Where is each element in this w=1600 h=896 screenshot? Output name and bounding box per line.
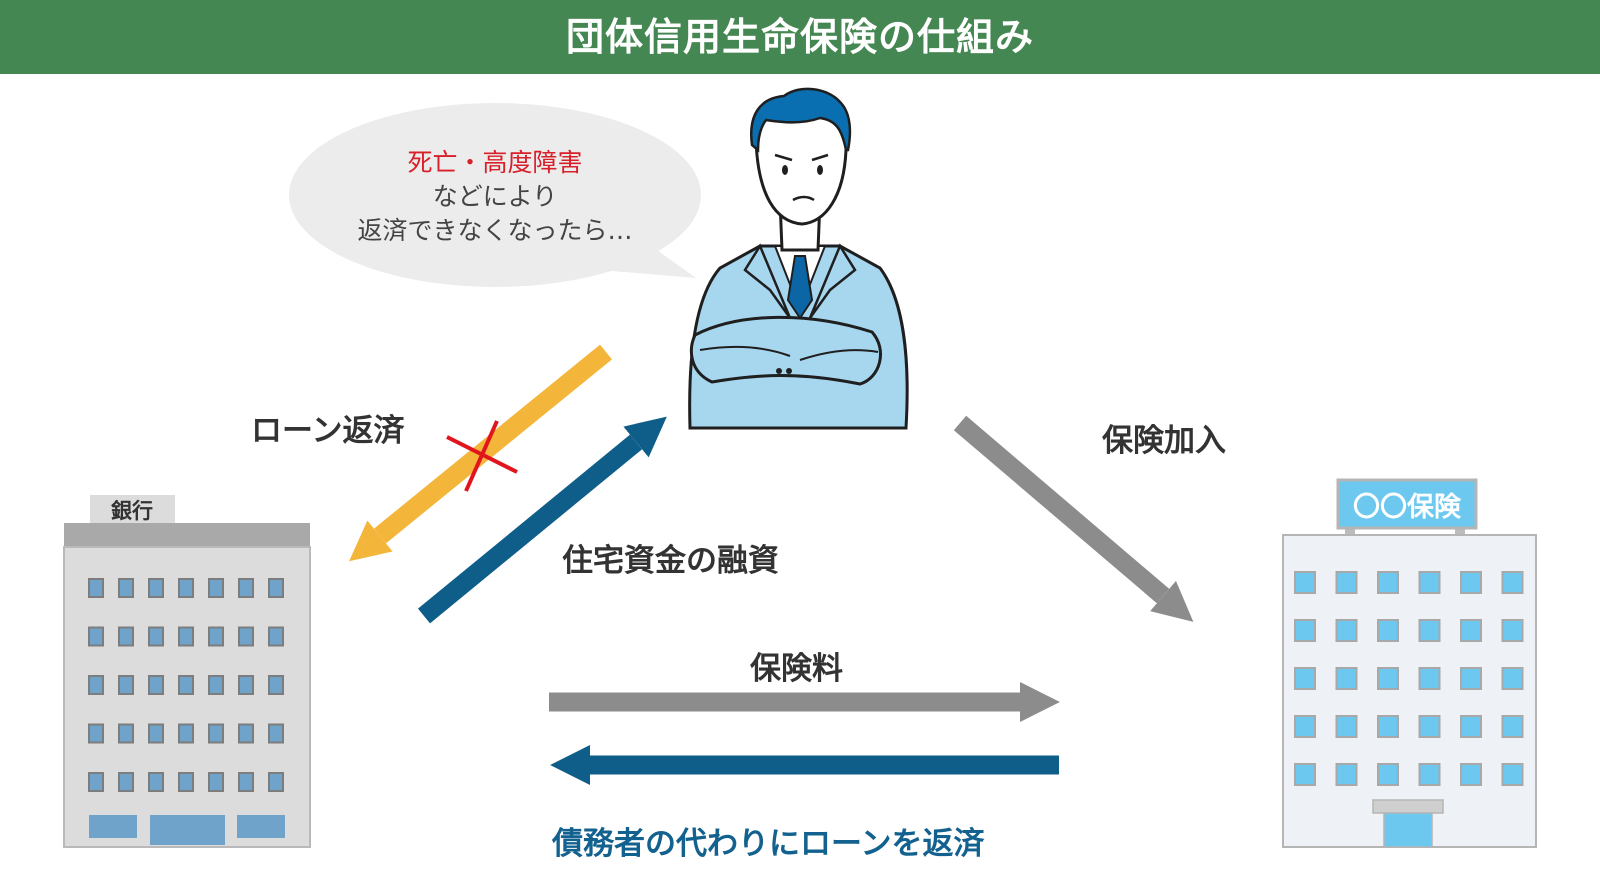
- bank-window: [178, 675, 194, 695]
- bank-window: [268, 578, 284, 598]
- insurer-window: [1294, 667, 1316, 690]
- bank-window: [118, 578, 134, 598]
- bank-window: [88, 626, 104, 647]
- insurer-window: [1335, 763, 1358, 786]
- insurer-window: [1460, 715, 1482, 738]
- insurer-window: [1335, 715, 1358, 738]
- businessman-illustration: [688, 87, 909, 430]
- speech-bubble-text: 死亡・高度障害 などにより 返済できなくなったら…: [290, 146, 700, 248]
- bank-window: [268, 675, 284, 695]
- insurer-window: [1418, 715, 1441, 738]
- bank-window: [178, 772, 194, 792]
- repay-on-behalf-label: 債務者の代わりにローンを返済: [552, 826, 985, 862]
- bank-window: [268, 772, 284, 792]
- enrollment-arrow: [953, 415, 1194, 622]
- bank-window: [208, 723, 224, 744]
- bubble-line-by: などにより: [432, 182, 558, 211]
- enrollment-label: 保険加入: [1102, 423, 1226, 459]
- insurer-sign: 〇〇保険: [1353, 492, 1462, 523]
- insurer-window: [1460, 619, 1482, 642]
- bank-window: [208, 772, 224, 792]
- insurer-window: [1418, 667, 1441, 690]
- housing-loan-label: 住宅資金の融資: [562, 543, 779, 579]
- insurer-window: [1377, 667, 1399, 690]
- bank-window: [118, 723, 134, 744]
- insurer-window: [1335, 571, 1358, 594]
- bank-window: [148, 578, 164, 598]
- insurance-building-icon: [1282, 478, 1537, 848]
- bank-window: [118, 675, 134, 695]
- insurer-window: [1335, 619, 1358, 642]
- housing-loan-arrow: [417, 416, 667, 624]
- bank-window: [148, 675, 164, 695]
- bank-window: [88, 675, 104, 695]
- bank-window: [268, 626, 284, 647]
- insurer-window: [1460, 667, 1482, 690]
- bubble-line-death-disability: 死亡・高度障害: [407, 148, 583, 177]
- bank-window: [238, 772, 254, 792]
- bank-window: [208, 675, 224, 695]
- bank-window: [178, 723, 194, 744]
- insurer-window: [1418, 763, 1441, 786]
- bank-sign: 銀行: [111, 499, 153, 523]
- bank-window: [88, 772, 104, 792]
- insurer-window: [1294, 715, 1316, 738]
- bank-window: [88, 723, 104, 744]
- insurer-window: [1377, 571, 1399, 594]
- insurer-window: [1294, 619, 1316, 642]
- insurer-window: [1377, 715, 1399, 738]
- bank-window: [238, 723, 254, 744]
- loan-repayment-arrow: [349, 344, 612, 562]
- bank-window: [148, 772, 164, 792]
- bubble-line-cannot-repay: 返済できなくなったら…: [357, 216, 633, 245]
- insurer-window: [1501, 619, 1524, 642]
- insurer-window: [1335, 667, 1358, 690]
- insurer-window: [1501, 715, 1524, 738]
- insurer-window: [1418, 571, 1441, 594]
- insurer-window: [1501, 763, 1524, 786]
- bank-window: [268, 723, 284, 744]
- bank-window: [178, 626, 194, 647]
- bank-window: [238, 675, 254, 695]
- bank-window: [148, 723, 164, 744]
- speech-bubble: [289, 103, 701, 287]
- insurer-window: [1460, 571, 1482, 594]
- page-title: 団体信用生命保険の仕組み: [565, 15, 1034, 59]
- header-bar: 団体信用生命保険の仕組み: [0, 0, 1600, 74]
- premium-label: 保険料: [750, 651, 843, 687]
- insurer-window: [1377, 763, 1399, 786]
- bank-window: [178, 578, 194, 598]
- insurer-window: [1501, 571, 1524, 594]
- bank-building-icon: [63, 495, 311, 848]
- insurer-window: [1377, 619, 1399, 642]
- bank-window: [238, 578, 254, 598]
- insurer-window: [1418, 619, 1441, 642]
- bank-window: [208, 626, 224, 647]
- bank-window: [88, 578, 104, 598]
- bank-window: [118, 626, 134, 647]
- insurer-window: [1294, 571, 1316, 594]
- insurer-window: [1294, 763, 1316, 786]
- bank-window: [148, 626, 164, 647]
- bank-window: [118, 772, 134, 792]
- bank-window: [238, 626, 254, 647]
- bank-window: [208, 578, 224, 598]
- loan-repayment-label: ローン返済: [251, 413, 405, 449]
- repayment-stopped-cross-icon: [446, 420, 518, 492]
- insurer-window: [1460, 763, 1482, 786]
- insurer-window: [1501, 667, 1524, 690]
